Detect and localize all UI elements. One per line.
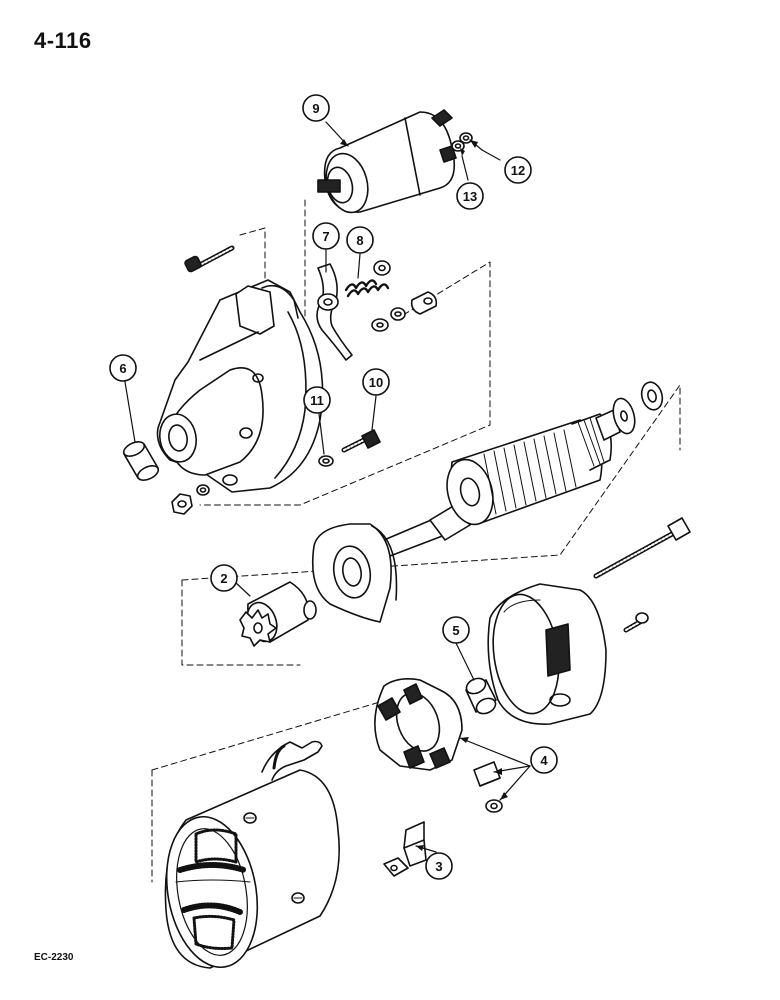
brush-parts-4 bbox=[473, 761, 503, 813]
bearing-part bbox=[465, 677, 497, 715]
field-coil-frame-part bbox=[164, 740, 340, 969]
through-bolt-top bbox=[184, 245, 235, 273]
svg-text:4: 4 bbox=[540, 753, 548, 768]
svg-text:12: 12 bbox=[511, 163, 525, 178]
small-screw-right bbox=[623, 612, 649, 633]
lock-washer-11 bbox=[318, 455, 334, 467]
callout-10: 10 bbox=[362, 368, 390, 396]
callout-6: 6 bbox=[109, 354, 137, 382]
shift-lever-part bbox=[316, 263, 353, 361]
callout-9: 9 bbox=[302, 94, 330, 122]
svg-text:8: 8 bbox=[356, 233, 363, 248]
pinion-clutch-part bbox=[239, 581, 317, 647]
bushing-part bbox=[122, 441, 160, 481]
plunger-washers bbox=[371, 291, 438, 332]
page-number: 4-116 bbox=[34, 28, 92, 53]
callout-8: 8 bbox=[346, 226, 374, 254]
drive-end-housing bbox=[156, 279, 324, 493]
svg-text:7: 7 bbox=[322, 229, 329, 244]
brush-holder-part bbox=[374, 678, 463, 771]
svg-text:9: 9 bbox=[312, 101, 319, 116]
center-plate-part bbox=[311, 523, 398, 623]
armature-part bbox=[383, 409, 621, 557]
callout-5: 5 bbox=[442, 616, 470, 644]
callout-7: 7 bbox=[312, 222, 340, 250]
callout-2: 2 bbox=[210, 564, 238, 592]
screw-10 bbox=[341, 429, 381, 453]
nut-and-washer-12-13 bbox=[451, 132, 473, 152]
svg-text:3: 3 bbox=[435, 859, 442, 874]
svg-text:13: 13 bbox=[463, 189, 477, 204]
svg-text:2: 2 bbox=[220, 571, 227, 586]
svg-text:5: 5 bbox=[452, 623, 459, 638]
svg-text:6: 6 bbox=[119, 361, 126, 376]
callout-12: 12 bbox=[504, 156, 532, 184]
callout-4: 4 bbox=[530, 746, 558, 774]
callout-11: 11 bbox=[303, 386, 331, 414]
document-code: EC-2230 bbox=[34, 952, 74, 963]
spring-part bbox=[344, 260, 391, 298]
solenoid-part bbox=[317, 109, 457, 214]
housing-nut-washer bbox=[171, 484, 210, 515]
callout-13: 13 bbox=[456, 182, 484, 210]
callout-3: 3 bbox=[425, 852, 453, 880]
svg-text:10: 10 bbox=[369, 375, 383, 390]
long-through-bolt bbox=[593, 517, 691, 579]
armature-washers bbox=[612, 381, 664, 435]
callout-arrowheads bbox=[340, 139, 508, 851]
svg-text:11: 11 bbox=[310, 393, 324, 408]
end-frame-part bbox=[487, 583, 607, 725]
